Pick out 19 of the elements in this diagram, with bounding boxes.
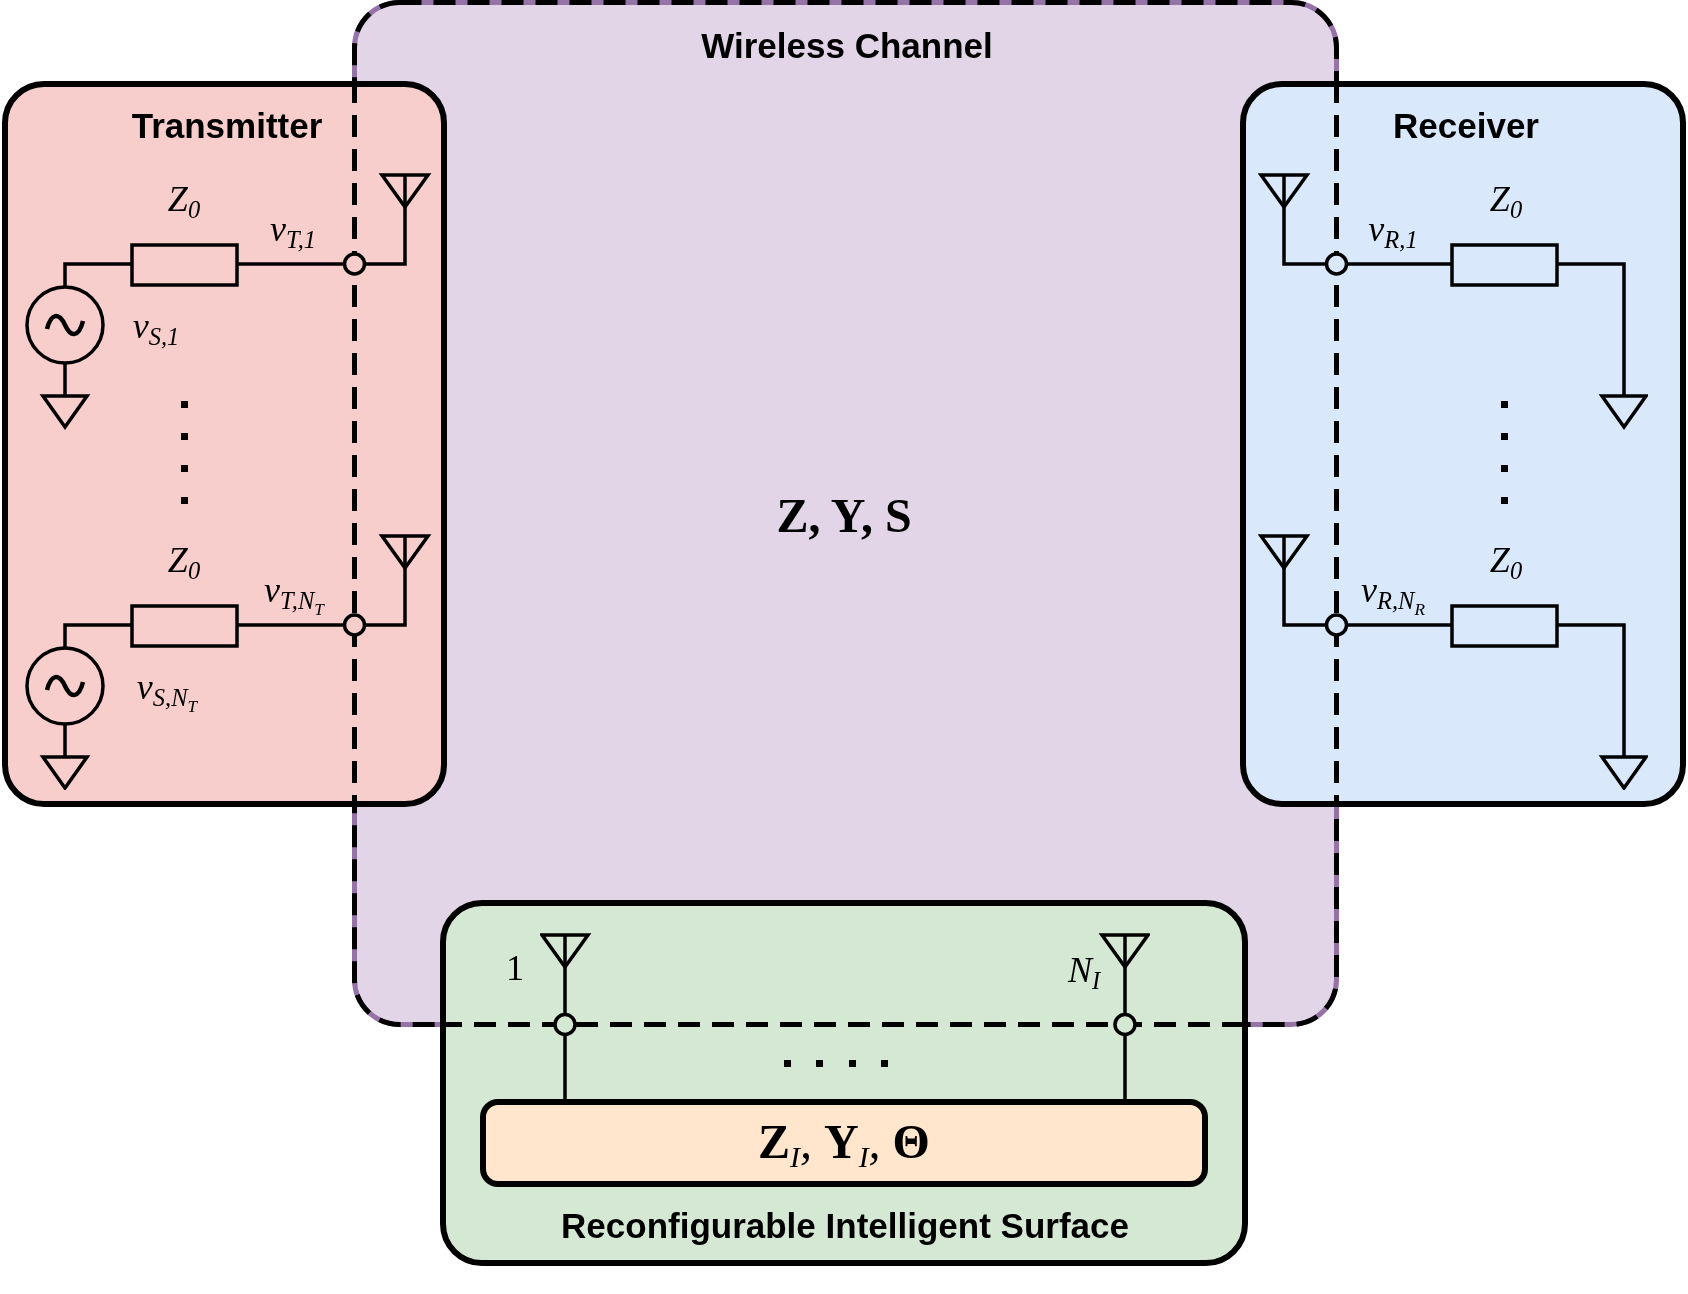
impedance-label: Z$_{0}$ xyxy=(167,178,201,226)
panel-title: Reconfigurable Intelligent Surface xyxy=(561,1205,1129,1247)
matrix-symbols: Z, Y, S xyxy=(776,488,912,545)
voltage-label: v$_{S,1}$ xyxy=(132,305,180,353)
receiver-panel xyxy=(1240,81,1686,807)
matrix-block xyxy=(480,1099,1208,1187)
region-title: Wireless Channel xyxy=(701,25,993,67)
port-index-label: N$_{I}$ xyxy=(1067,949,1101,997)
voltage-label: v$_{R,1}$ xyxy=(1368,208,1418,256)
impedance-label: Z$_{0}$ xyxy=(167,539,201,587)
voltage-label: v$_{T,1}$ xyxy=(269,208,317,256)
impedance-label: Z$_{0}$ xyxy=(1489,539,1523,587)
matrix-symbols: Z$_{I}$, Y$_{I}$, Θ xyxy=(758,1114,930,1176)
panel-title: Receiver xyxy=(1393,105,1539,147)
panel-title: Transmitter xyxy=(131,105,323,147)
surface-panel xyxy=(440,900,1248,1266)
transmitter-panel xyxy=(2,81,447,807)
port-index-label: 1 xyxy=(506,947,524,991)
impedance-label: Z$_{0}$ xyxy=(1489,178,1523,226)
